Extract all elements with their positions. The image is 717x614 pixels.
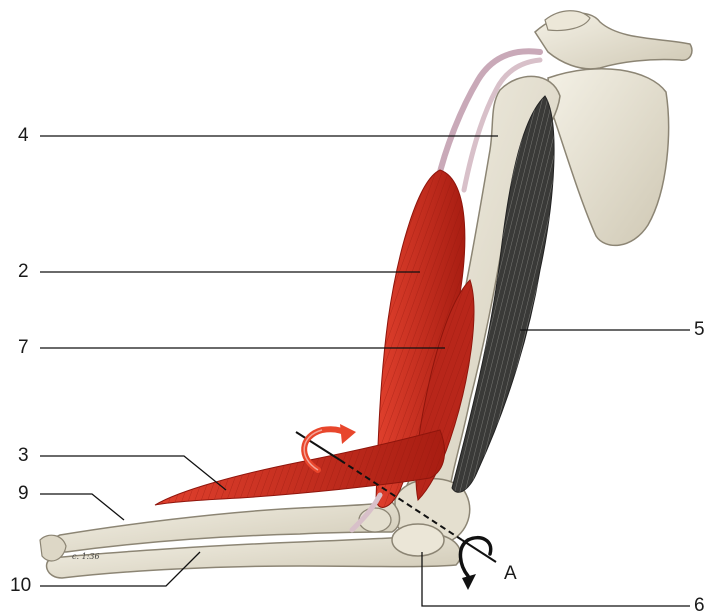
label-7: 7 — [18, 338, 29, 357]
label-9: 9 — [18, 484, 29, 503]
label-3: 3 — [18, 446, 29, 465]
label-4: 4 — [18, 126, 29, 145]
flexion-arrow-icon — [460, 538, 490, 590]
artist-signature: c. 1:36 — [72, 552, 100, 561]
label-5: 5 — [694, 320, 705, 339]
label-2: 2 — [18, 262, 29, 281]
label-10: 10 — [10, 576, 31, 595]
label-6: 6 — [694, 596, 705, 614]
forearm-bones — [40, 502, 461, 578]
label-axis-a: A — [504, 564, 517, 583]
scapula — [535, 11, 692, 246]
